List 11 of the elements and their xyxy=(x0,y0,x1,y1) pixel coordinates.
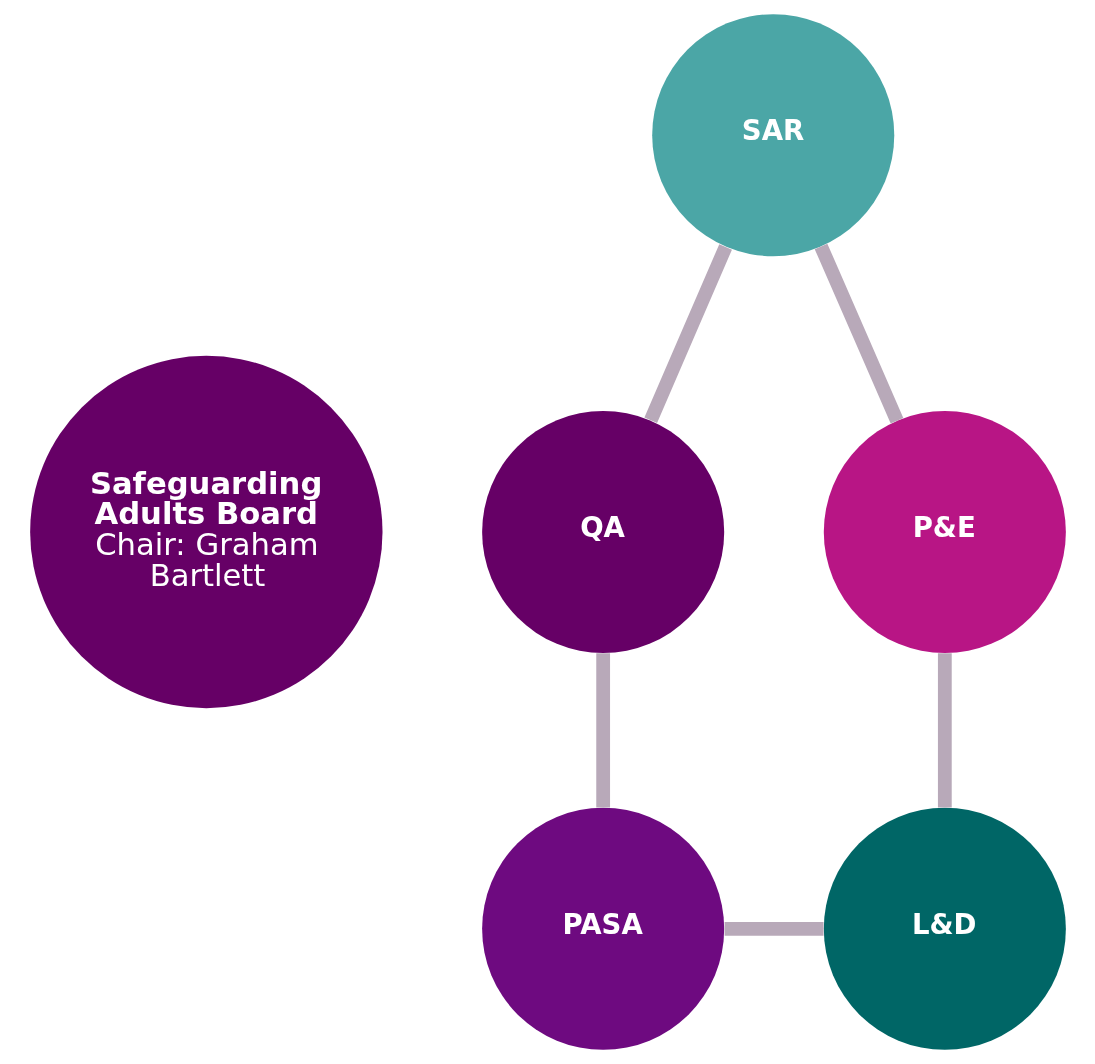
connector xyxy=(814,243,903,424)
node-circle: P&E xyxy=(823,410,1066,654)
connector xyxy=(643,244,732,424)
node-circle: PASA xyxy=(481,807,724,1050)
node-circle: SAR xyxy=(651,14,894,257)
connector xyxy=(724,921,824,936)
node-circle: L&D xyxy=(823,807,1066,1050)
node-circle: Safeguarding Adults Board Chair: Graham Bartlett xyxy=(29,355,383,709)
connector xyxy=(937,653,952,808)
connector xyxy=(595,653,610,808)
node-circle: QA xyxy=(481,410,724,654)
